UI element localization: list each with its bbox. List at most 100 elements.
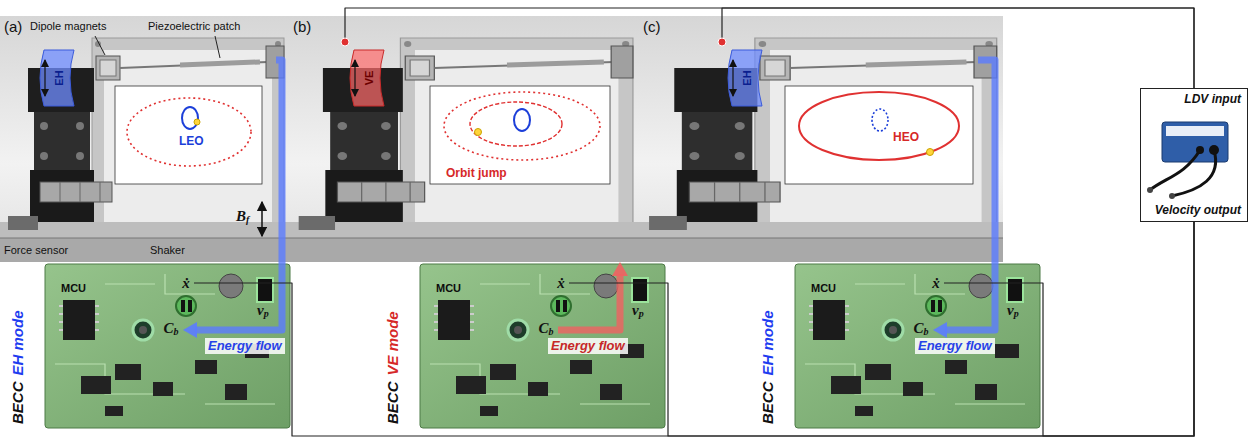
panel-c-overlay <box>927 149 934 156</box>
orbit-label: Orbit jump <box>446 166 507 180</box>
orbit-label: LEO <box>179 134 204 148</box>
panel-tag: (c) <box>643 18 661 36</box>
panel-a-overlay <box>215 36 220 58</box>
panel-b-overlay <box>350 50 384 106</box>
energy-flow-arrow <box>195 262 282 330</box>
panel-c-overlay <box>978 60 995 262</box>
panel-c-overlay <box>732 60 733 96</box>
mode-band-label: VE <box>363 71 376 86</box>
chip-label: MCU <box>61 282 86 295</box>
panel-c-overlay <box>718 16 995 262</box>
signal-wire <box>194 222 1194 436</box>
ldv-device <box>1169 193 1175 199</box>
pin-symbol: ẋ <box>182 275 190 292</box>
chip-label: MCU <box>811 282 836 295</box>
photo-backgrounds <box>0 16 289 262</box>
photo-backgrounds <box>289 16 639 262</box>
pin-symbol: ẋ <box>557 275 565 292</box>
mode-heading: BECC <box>384 381 402 424</box>
device-label: Velocity output <box>1155 203 1241 218</box>
energy-flow-arrow <box>945 262 995 330</box>
panel-a-overlay <box>115 86 262 184</box>
panel-a-overlay <box>194 119 200 125</box>
edge-label: Energy flow <box>205 338 285 354</box>
panel-a-overlay <box>127 98 251 166</box>
panel-a-overlay <box>44 60 45 96</box>
pin-symbol: ẋ <box>932 275 940 292</box>
connectors <box>194 8 1194 436</box>
panel-b-overlay <box>341 16 610 184</box>
panel-a-overlay <box>276 60 282 262</box>
panel-b-overlay <box>514 109 530 131</box>
device-label: LDV input <box>1184 92 1241 107</box>
photo-panel: (a) <box>0 16 289 262</box>
signal-wire <box>944 222 1194 436</box>
panel-b-overlay <box>430 86 610 184</box>
capacitor-symbol: Cb <box>538 320 553 340</box>
panel-b-overlay <box>470 102 562 146</box>
panel-b-overlay <box>475 129 482 136</box>
part-label: Shaker <box>150 244 185 257</box>
capacitor-symbol: Cb <box>163 320 178 340</box>
capacitor-symbol: Cb <box>913 320 928 340</box>
rotated-heading: BECCEH mode <box>9 310 27 424</box>
vibrometer-box: LDV inputVelocity output <box>1140 88 1248 222</box>
panel-b-overlay <box>444 92 600 160</box>
panel-a-overlay <box>182 107 198 129</box>
panel-tag: (a) <box>4 18 22 36</box>
panel-a-overlay <box>95 36 105 55</box>
chip-label: MCU <box>436 282 461 295</box>
ldv-device <box>1147 187 1153 193</box>
panel-a-overlay <box>40 50 74 106</box>
photo-backgrounds <box>0 16 1003 262</box>
mode-heading: VE mode <box>384 311 402 375</box>
force-symbol: Bf <box>236 208 249 228</box>
photo-backgrounds <box>639 16 1003 262</box>
part-label: Force sensor <box>4 244 68 257</box>
photo-panel: (b) <box>289 16 639 262</box>
mode-band-label: EH <box>741 70 754 85</box>
signal-wire <box>569 222 1194 436</box>
mode-heading: BECC <box>9 381 27 424</box>
ldv-device <box>1150 150 1200 190</box>
velocity-pin: ẋ <box>178 273 194 294</box>
board-photos <box>45 264 290 428</box>
board-photos <box>420 264 665 428</box>
pin-label: vp <box>1007 302 1019 322</box>
edge-label: Energy flow <box>548 338 628 354</box>
panel-b-overlay <box>354 60 355 96</box>
panel-a-overlay <box>261 202 263 236</box>
velocity-pin: ẋ <box>928 273 944 294</box>
ldv-device <box>1166 126 1224 136</box>
panel-c-overlay <box>718 38 726 46</box>
panel-c-overlay <box>872 109 888 131</box>
ldv-device <box>1172 150 1216 196</box>
panel-tag: (b) <box>293 18 311 36</box>
pin-label: vp <box>632 302 644 322</box>
signal-wire <box>722 8 1194 88</box>
part-label: Piezoelectric patch <box>148 20 240 33</box>
mode-heading: EH mode <box>759 310 777 375</box>
panel-a-overlay <box>40 36 282 262</box>
panel-c-overlay <box>785 86 973 184</box>
velocity-pin: ẋ <box>553 273 569 294</box>
pin-label: vp <box>257 302 269 322</box>
ldv-device <box>1147 122 1228 199</box>
rotated-heading: BECC EH mode <box>759 310 777 424</box>
mode-band-label: EH <box>53 70 66 85</box>
mode-heading: BECC <box>759 381 777 424</box>
board-photos <box>795 264 1040 428</box>
panel-b-overlay <box>341 38 349 46</box>
rotated-heading: BECC VE mode <box>384 311 402 424</box>
orbit-label: HEO <box>893 130 919 144</box>
photo-panel: (c) <box>639 16 1003 262</box>
capacitor: Cb <box>159 318 183 342</box>
edge-label: Energy flow <box>915 338 995 354</box>
signal-wire <box>345 8 1194 88</box>
panel-c-overlay <box>799 92 959 160</box>
